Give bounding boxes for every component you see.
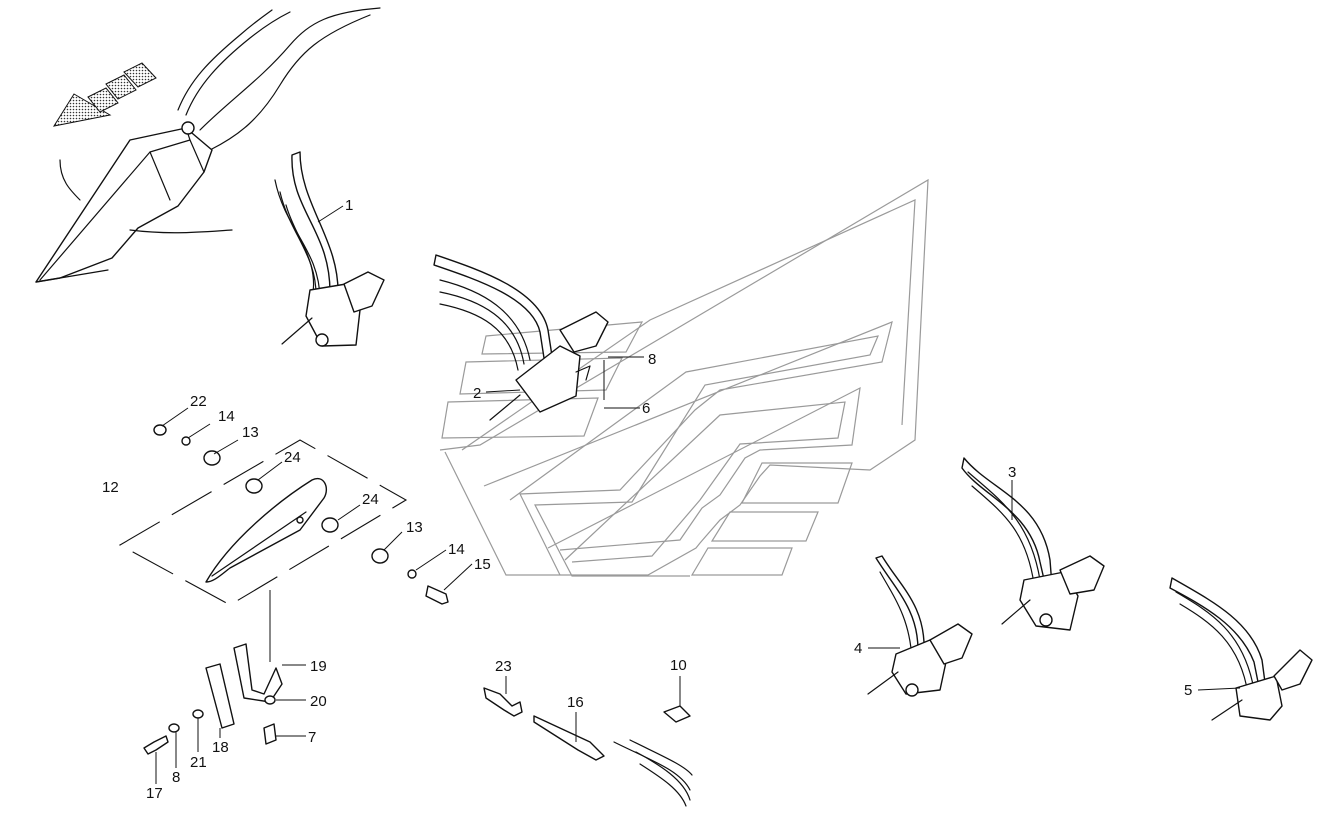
callout-5: 5: [1184, 682, 1192, 699]
leader-lines: [155, 205, 1241, 784]
callout-2: 2: [473, 385, 481, 402]
callout-labels: 1 2 3 4 5 6 7 8 8 10 12 13 13 14 14 15 1…: [102, 197, 1192, 802]
callout-22: 22: [190, 393, 207, 410]
callout-3: 3: [1008, 464, 1016, 481]
callout-17: 17: [146, 785, 163, 802]
callout-10: 10: [670, 657, 687, 674]
travel-direction-arrow: [52, 62, 157, 127]
part-1-tine-assembly: [274, 151, 385, 347]
callout-14-bottom: 14: [448, 541, 465, 558]
callout-6: 6: [642, 400, 650, 417]
callout-21: 21: [190, 754, 207, 771]
callout-8-top: 8: [648, 351, 656, 368]
callout-20: 20: [310, 693, 327, 710]
callout-14-top: 14: [218, 408, 235, 425]
callout-1: 1: [345, 197, 353, 214]
callout-24-top: 24: [284, 449, 301, 466]
callout-16: 16: [567, 694, 584, 711]
bracket-group: [143, 643, 283, 755]
callout-4: 4: [854, 640, 862, 657]
part-3-tine-assembly: [961, 457, 1105, 631]
ghost-logo-background: [439, 178, 929, 577]
callout-12: 12: [102, 479, 119, 496]
callout-8-bottom: 8: [172, 769, 180, 786]
callout-23: 23: [495, 658, 512, 675]
callout-18: 18: [212, 739, 229, 756]
part-16-23-10-group: [483, 687, 693, 807]
crop-divider-assembly: [35, 7, 381, 283]
part-2-tine-assembly: [433, 254, 609, 421]
callout-13-bottom: 13: [406, 519, 423, 536]
callout-13-top: 13: [242, 424, 259, 441]
callout-19: 19: [310, 658, 327, 675]
callout-15: 15: [474, 556, 491, 573]
part-4-tine-assembly: [867, 555, 973, 697]
part-5-tine-assembly: [1169, 577, 1313, 721]
callout-24-right: 24: [362, 491, 379, 508]
callout-7: 7: [308, 729, 316, 746]
part-12-shoe-group: [118, 424, 449, 606]
